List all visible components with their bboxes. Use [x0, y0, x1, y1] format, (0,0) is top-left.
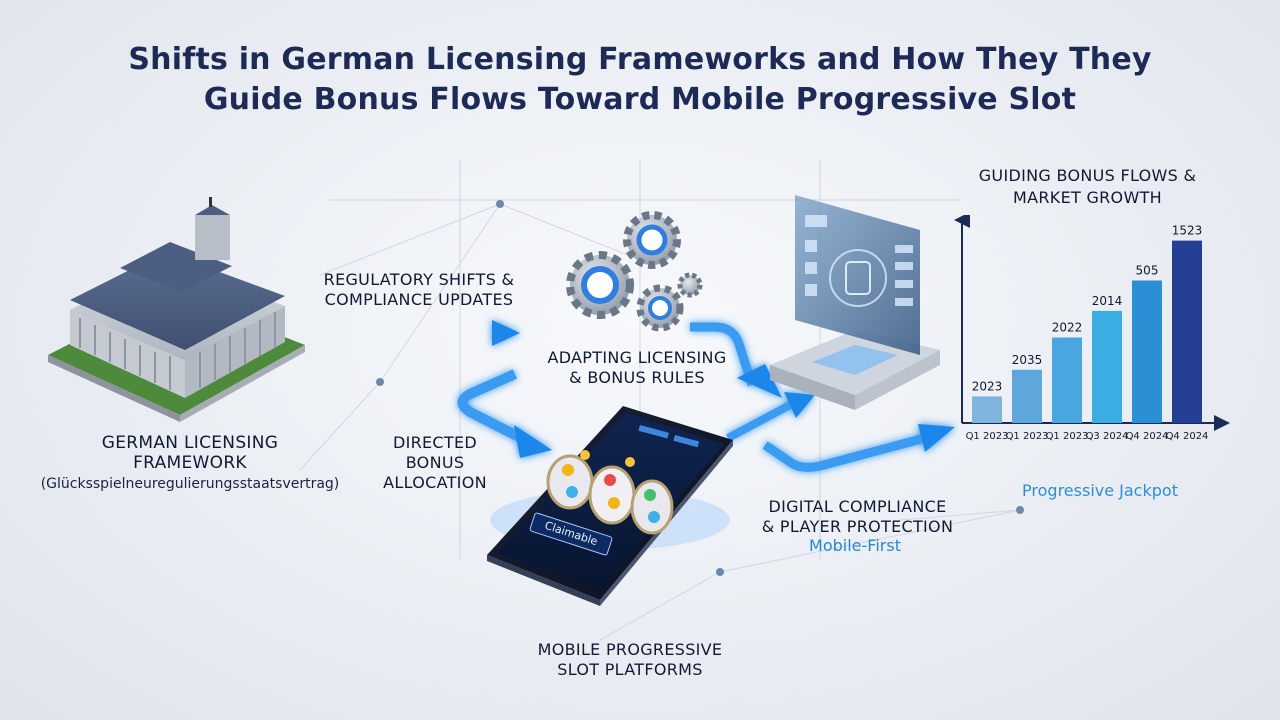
- chart-title: Guiding Bonus Flows & Market Growth: [955, 165, 1220, 209]
- digital-line-1: Digital Compliance: [768, 497, 947, 516]
- label-mobile-platforms: Mobile Progressive Slot Platforms: [520, 640, 740, 680]
- title-line-1: Shifts in German Licensing Frameworks an…: [128, 42, 1152, 77]
- arrow-phone-tablet: [726, 401, 792, 442]
- bar-5: [1132, 280, 1162, 423]
- bar-2: [1012, 369, 1042, 423]
- slot-reel-icon: [546, 450, 674, 535]
- bar-value-label-4: 2014: [1092, 294, 1123, 308]
- flow-arrows: [305, 320, 955, 472]
- chart-title-text: Guiding Bonus Flows & Market Growth: [978, 166, 1197, 207]
- adapting-line-1: Adapting Licensing: [547, 348, 727, 367]
- bar-value-label-2: 2035: [1012, 353, 1043, 367]
- label-progressive-jackpot: Progressive Jackpot: [1022, 481, 1178, 500]
- x-tick-label-6: Q4 2024: [1166, 431, 1209, 442]
- bar-value-label-5: 505: [1136, 264, 1159, 278]
- directed-line-3: Allocation: [383, 473, 487, 492]
- bar-value-label-3: 2022: [1052, 321, 1083, 335]
- directed-line-1: Directed: [392, 433, 478, 452]
- tablet-icon: [770, 195, 940, 410]
- label-regulatory-shifts: Regulatory Shifts & Compliance Updates: [314, 270, 524, 310]
- title-line-2: Guide Bonus Flows Toward Mobile Progress…: [203, 82, 1077, 117]
- label-digital-compliance: Digital Compliance & Player Protection: [750, 497, 965, 537]
- directed-line-2: Bonus: [405, 453, 465, 472]
- label-mobile-first: Mobile-First: [809, 536, 901, 555]
- adapting-line-2: & Bonus Rules: [569, 368, 705, 387]
- bar-3: [1052, 337, 1082, 423]
- x-tick-label-3: Q1 2023: [1046, 431, 1089, 442]
- german-framework-subtitle: (Glücksspielneuregulierungsstaatsvertrag…: [40, 476, 340, 492]
- digital-line-2: & Player Protection: [761, 517, 954, 536]
- arrow-directed: [457, 369, 528, 445]
- mobile-line-1: Mobile Progressive: [537, 640, 723, 659]
- page-title: Shifts in German Licensing Frameworks an…: [0, 40, 1280, 120]
- x-tick-label-4: Q3 2024: [1086, 431, 1129, 442]
- x-tick-label-2: Q1 2023: [1006, 431, 1049, 442]
- bar-6: [1172, 240, 1202, 423]
- building-icon: [48, 197, 305, 422]
- regulatory-line-2: Compliance Updates: [324, 290, 514, 309]
- label-adapting: Adapting Licensing & Bonus Rules: [532, 348, 742, 388]
- x-tick-label-1: Q1 2023: [966, 431, 1009, 442]
- bar-value-label-1: 2023: [972, 379, 1003, 393]
- german-framework-line-2: Framework: [133, 453, 247, 473]
- bar-1: [972, 396, 1002, 423]
- label-german-framework: German Licensing Framework: [40, 433, 340, 473]
- german-framework-line-1: German Licensing: [101, 433, 279, 453]
- x-tick-label-5: Q4 2024: [1126, 431, 1169, 442]
- bar-value-label-6: 1523: [1172, 224, 1203, 238]
- gears-icon: [566, 211, 703, 332]
- mobile-line-2: Slot Platforms: [557, 660, 703, 679]
- bar-4: [1092, 310, 1122, 423]
- label-directed: Directed Bonus Allocation: [365, 433, 505, 493]
- arrow-digital: [762, 433, 927, 472]
- bar-chart: 2023 Q1 2023 2035 Q1 2023 2022 Q1 2023 2014 Q3 …: [954, 215, 1230, 442]
- arrow-adapting: [690, 322, 757, 387]
- regulatory-line-1: Regulatory Shifts &: [323, 270, 515, 289]
